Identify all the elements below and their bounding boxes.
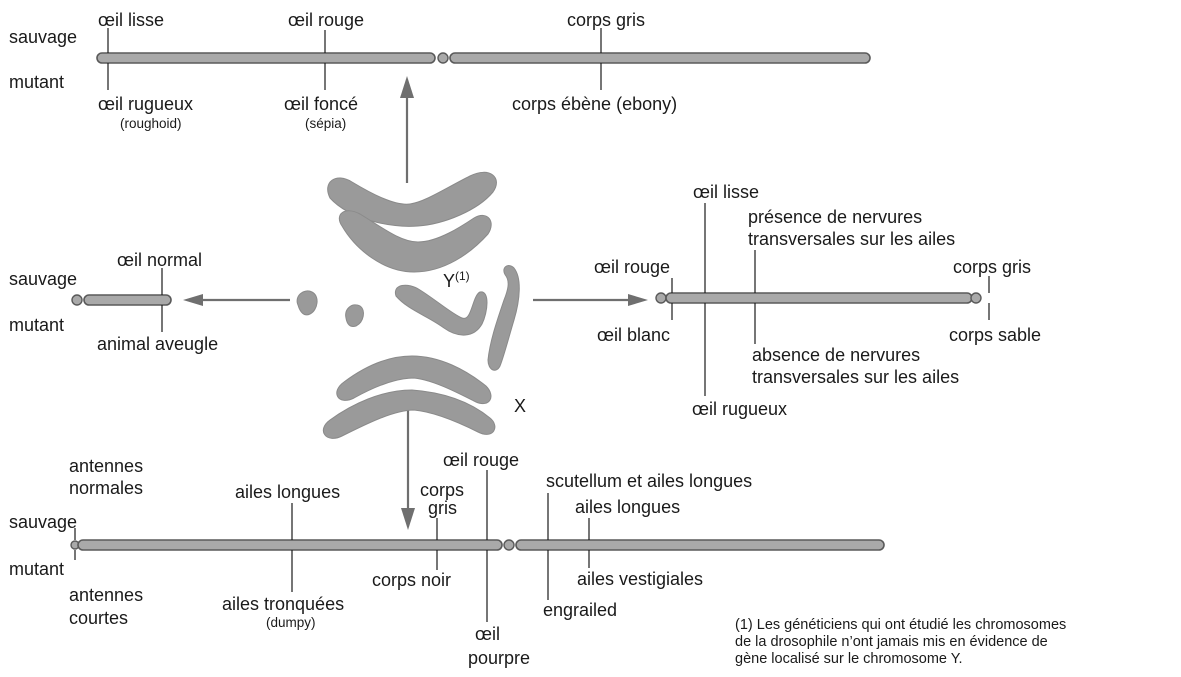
chromosome-4-arm xyxy=(84,295,171,305)
mutant-allele-label: absence de nervures xyxy=(752,345,920,365)
wild-allele-label: œil rouge xyxy=(443,450,519,470)
chromosome-3-centromere xyxy=(504,540,514,550)
wild-allele-label: œil lisse xyxy=(693,182,759,202)
chromosome-3-left-arm xyxy=(78,540,502,550)
chromosome-2-centromere xyxy=(438,53,448,63)
wild-allele-label: œil normal xyxy=(117,250,202,270)
karyotype: Y(1) X xyxy=(297,172,526,438)
mutant-allele-label: pourpre xyxy=(468,648,530,668)
wild-allele-label: ailes longues xyxy=(575,497,680,517)
footnote-mark: (1) xyxy=(455,269,470,283)
wild-allele-label: corps gris xyxy=(953,257,1031,277)
arrow-up xyxy=(400,76,414,183)
mutant-allele-label: ailes tronquées xyxy=(222,594,344,614)
mutant-allele-label: œil rugueux xyxy=(98,94,193,114)
mutant-allele-label: corps sable xyxy=(949,325,1041,345)
wild-allele-label: scutellum et ailes longues xyxy=(546,471,752,491)
chromosome-2-right-arm xyxy=(450,53,870,63)
wild-allele-label: œil rouge xyxy=(288,10,364,30)
wild-allele-label: transversales sur les ailes xyxy=(748,229,955,249)
chromosome-x-label: X xyxy=(514,396,526,416)
chromosome-x-arm xyxy=(666,293,972,303)
chromosome-x-map: œil rouge œil blanc œil lisse œil rugueu… xyxy=(594,182,1041,419)
footnote: (1) Les généticiens qui ont étudié les c… xyxy=(735,617,1066,667)
chromosome-4: sauvage mutant œil normal animal aveugle xyxy=(9,250,218,354)
wild-allele-label: ailes longues xyxy=(235,482,340,502)
chromosome-x-left-end xyxy=(656,293,666,303)
arrow-down xyxy=(401,410,415,530)
wild-allele-label: œil rouge xyxy=(594,257,670,277)
mutant-allele-label: engrailed xyxy=(543,600,617,620)
mutant-allele-label: animal aveugle xyxy=(97,334,218,354)
chromosome-4-centromere xyxy=(72,295,82,305)
chromosome-2-left-arm xyxy=(97,53,435,63)
wild-allele-label: corps xyxy=(420,480,464,500)
footnote-line: de la drosophile n’ont jamais mis en évi… xyxy=(735,634,1048,650)
chromosome-x-right-end xyxy=(971,293,981,303)
chromosome-3-right-arm xyxy=(516,540,884,550)
mutant-allele-label: courtes xyxy=(69,608,128,628)
mutant-allele-label: œil foncé xyxy=(284,94,358,114)
mutant-allele-label: antennes xyxy=(69,585,143,605)
mutant-allele-label: œil xyxy=(475,624,500,644)
chromosome-x xyxy=(488,266,519,371)
footnote-line: gène localisé sur le chromosome Y. xyxy=(735,651,963,667)
mutant-allele-label: œil rugueux xyxy=(692,399,787,419)
arrow-right xyxy=(533,294,648,306)
mutant-allele-label: corps ébène (ebony) xyxy=(512,94,677,114)
chromosome-2: sauvage mutant œil lisse œil rouge corps… xyxy=(9,10,870,131)
mutant-allele-label: ailes vestigiales xyxy=(577,569,703,589)
mutant-allele-note: (dumpy) xyxy=(266,615,316,630)
wild-allele-label: gris xyxy=(428,498,457,518)
wild-allele-label: antennes xyxy=(69,456,143,476)
wild-allele-label: œil lisse xyxy=(98,10,164,30)
chromosome-y-label: Y(1) xyxy=(443,269,470,291)
chromosome-dot-center xyxy=(346,305,364,327)
mutant-allele-label: œil blanc xyxy=(597,325,670,345)
chromosome-y xyxy=(395,285,487,335)
wild-allele-label: présence de nervures xyxy=(748,207,922,227)
arrow-left xyxy=(183,294,290,306)
mutant-allele-label: transversales sur les ailes xyxy=(752,367,959,387)
wild-type-label: sauvage xyxy=(9,269,77,289)
mutant-label: mutant xyxy=(9,559,64,579)
footnote-line: (1) Les généticiens qui ont étudié les c… xyxy=(735,617,1066,633)
wild-allele-label: normales xyxy=(69,478,143,498)
wild-allele-label: corps gris xyxy=(567,10,645,30)
mutant-label: mutant xyxy=(9,315,64,335)
mutant-allele-note: (roughoid) xyxy=(120,116,182,131)
chromosome-dot-left xyxy=(297,291,317,315)
wild-type-label: sauvage xyxy=(9,27,77,47)
mutant-allele-note: (sépia) xyxy=(305,116,346,131)
mutant-allele-label: corps noir xyxy=(372,570,451,590)
wild-type-label: sauvage xyxy=(9,512,77,532)
mutant-label: mutant xyxy=(9,72,64,92)
